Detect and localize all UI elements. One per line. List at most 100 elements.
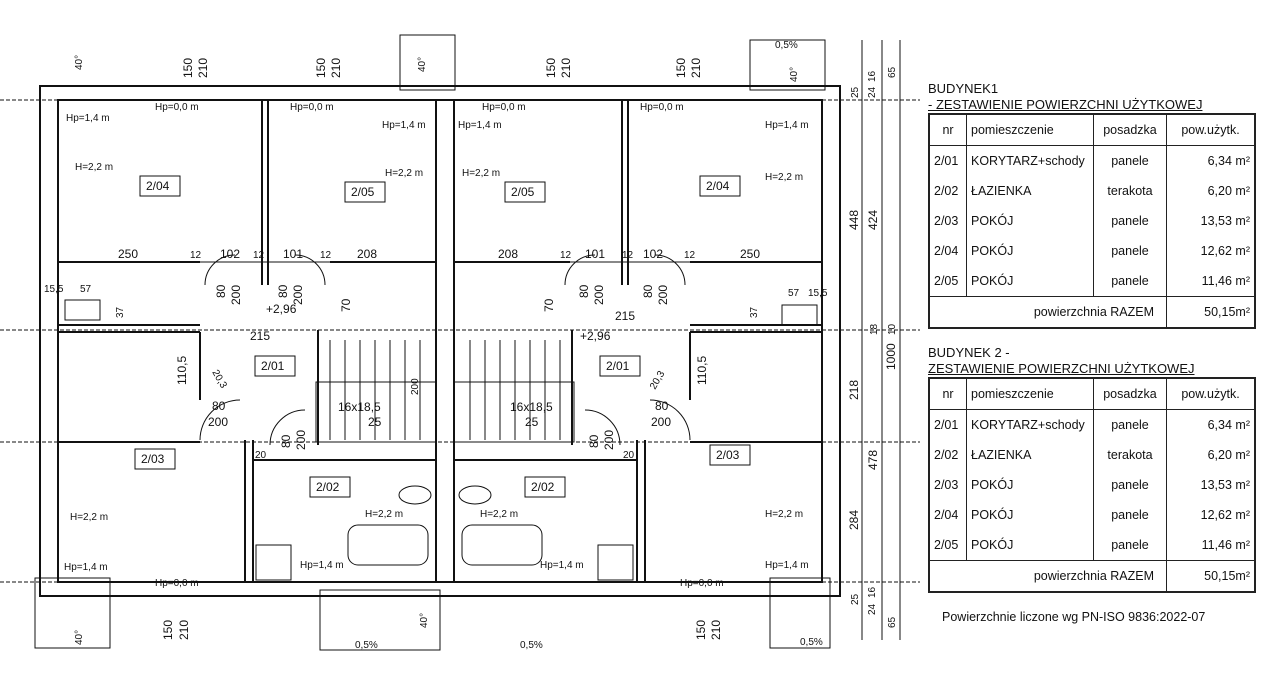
column-header: pomieszczenie [966, 114, 1094, 146]
party-wall [435, 99, 455, 583]
dimension: 250 [740, 247, 760, 261]
roof-angle: 40° [417, 57, 428, 72]
schedule-subtitle: - ZESTAWIENIE POWIERZCHNI UŻYTKOWEJ [928, 97, 1203, 112]
roof-slope: 0,5% [520, 640, 543, 651]
door-swings [199, 254, 691, 446]
dimension: 15,5 [44, 284, 64, 295]
cell: panele [1093, 236, 1167, 266]
window-height: 210 [689, 58, 703, 78]
dimension: 70 [542, 298, 556, 312]
window-width: 150 [314, 58, 328, 78]
sill-height: Hp=1,4 m [540, 560, 584, 571]
room-tag: 2/04 [706, 179, 730, 193]
window-height: 210 [329, 58, 343, 78]
area-schedule-building-2: BUDYNEK 2 - ZESTAWIENIE POWIERZCHNI UŻYT… [928, 344, 1256, 593]
sill-height: Hp=1,4 m [765, 120, 809, 131]
cell: POKÓJ [966, 530, 1094, 561]
cell: 2/05 [928, 530, 967, 561]
room-height: H=2,2 m [70, 512, 108, 523]
sill-height: Hp=0,0 m [680, 578, 724, 589]
door-height: 200 [229, 285, 243, 305]
floor-level: +2,96 [266, 302, 297, 316]
dimension-lines [0, 40, 920, 640]
door-width: 80 [577, 284, 591, 298]
room-height: H=2,2 m [385, 168, 423, 179]
window-height: 210 [196, 58, 210, 78]
dimension: 12 [320, 250, 332, 261]
total-label: powierzchnia RAZEM [928, 560, 1167, 592]
dimension: 70 [339, 298, 353, 312]
schedule-title: BUDYNEK1 [928, 81, 999, 96]
dimension: 20 [623, 450, 635, 461]
dimension: 478 [866, 450, 880, 470]
dimension: 20,3 [648, 369, 667, 392]
cell: terakota [1093, 440, 1167, 470]
room-tag: 2/04 [146, 179, 170, 193]
column-header: nr [928, 114, 967, 146]
cell: 2/04 [928, 500, 967, 530]
cell: 11,46 m² [1166, 266, 1255, 297]
area-schedule-building-1: BUDYNEK1 - ZESTAWIENIE POWIERZCHNI UŻYTK… [928, 80, 1256, 329]
sill-height: Hp=0,0 m [640, 102, 684, 113]
door-width: 80 [279, 434, 293, 448]
cell: 2/02 [928, 176, 967, 206]
dimension: 110,5 [695, 356, 709, 385]
cell: 2/05 [928, 266, 967, 297]
dimension: 200 [410, 378, 421, 395]
room-tag: 2/02 [531, 480, 555, 494]
cell: panele [1093, 409, 1167, 440]
cell: 6,20 m² [1166, 176, 1255, 206]
window-width: 150 [181, 58, 195, 78]
schedule-subtitle: ZESTAWIENIE POWIERZCHNI UŻYTKOWEJ [928, 361, 1195, 376]
bathtub-icon [461, 524, 543, 566]
room-tag: 2/01 [261, 359, 285, 373]
stairs-label: 16x18,5 [510, 400, 553, 414]
room-tag: 2/03 [716, 448, 740, 462]
chimney-icon [781, 304, 818, 326]
room-tag: 2/02 [316, 480, 340, 494]
table-header: nr pomieszczenie posadzka pow.użytk. [928, 114, 1255, 146]
stairs-label: 16x18,5 [338, 400, 381, 414]
door-width: 80 [212, 399, 226, 413]
outer-wall [39, 85, 841, 597]
sill-height: Hp=0,0 m [290, 102, 334, 113]
window-width: 150 [694, 620, 708, 640]
dormer [399, 34, 456, 91]
window-width: 150 [544, 58, 558, 78]
cell: panele [1093, 470, 1167, 500]
cell: 12,62 m² [1166, 500, 1255, 530]
sill-height: Hp=0,0 m [155, 578, 199, 589]
stairs [315, 340, 575, 443]
window-height: 210 [709, 620, 723, 640]
cell: 2/01 [928, 145, 967, 176]
door-height: 200 [291, 285, 305, 305]
dimension: 101 [283, 247, 303, 261]
door-width: 80 [641, 284, 655, 298]
sill-height: Hp=1,4 m [765, 560, 809, 571]
column-header: pow.użytk. [1166, 378, 1255, 410]
dimension: 24 [867, 86, 878, 98]
dimension: 101 [585, 247, 605, 261]
door-width: 80 [587, 434, 601, 448]
sill-height: Hp=1,4 m [64, 562, 108, 573]
window-width: 150 [674, 58, 688, 78]
roof-slope: 0,5% [775, 40, 798, 51]
dimension: 250 [118, 247, 138, 261]
cell: 13,53 m² [1166, 206, 1255, 236]
room-tag: 2/01 [606, 359, 630, 373]
dimension: 15,5 [808, 288, 828, 299]
dimension: 12 [622, 250, 634, 261]
window-width: 150 [161, 620, 175, 640]
dimension: 16 [867, 70, 878, 82]
dimension: 25 [850, 86, 861, 98]
bathtub-icon [347, 524, 429, 566]
shower-icon [597, 544, 634, 581]
dimension: 208 [498, 247, 518, 261]
floor-plan: 2/04 2/05 2/05 2/04 2/01 2/01 2/03 2/03 … [0, 34, 920, 651]
inner-wall-line [57, 99, 823, 583]
